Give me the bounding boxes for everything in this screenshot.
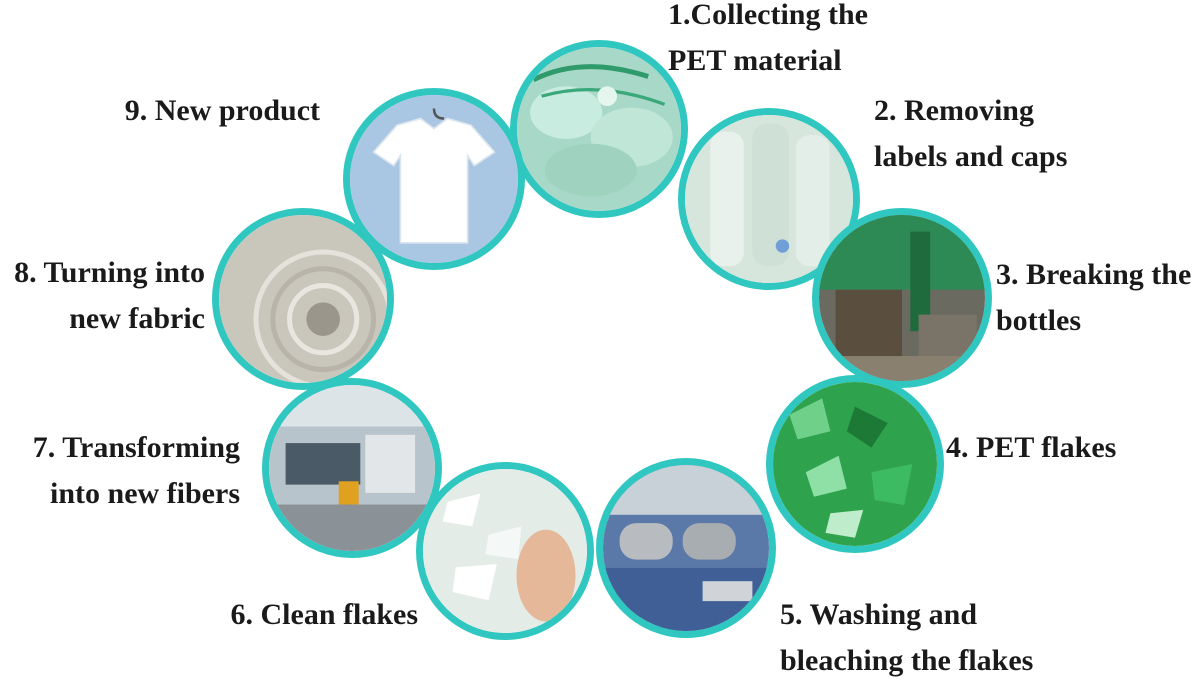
bottle-crusher-machine-icon xyxy=(819,215,985,381)
collected-pet-bottles-icon xyxy=(517,47,681,211)
step-6-label: 6. Clean flakes xyxy=(231,592,419,638)
step-3-image xyxy=(812,208,992,388)
step-9-image xyxy=(343,88,525,270)
washing-rollers-machine-icon xyxy=(603,465,769,631)
step-6-image xyxy=(416,462,594,640)
step-4-label: 4. PET flakes xyxy=(946,425,1116,471)
fiber-production-line-icon xyxy=(269,385,435,551)
step-8-label: 8. Turning into new fabric xyxy=(14,250,205,342)
step-3-label: 3. Breaking the bottles xyxy=(996,252,1191,344)
step-2-label: 2. Removing labels and caps xyxy=(874,88,1067,180)
fabric-roll-icon xyxy=(219,215,387,383)
step-4-image xyxy=(766,375,944,553)
step-5-image xyxy=(596,458,776,638)
clean-flakes-in-hand-icon xyxy=(423,469,587,633)
step-1-image xyxy=(510,40,688,218)
step-7-image xyxy=(262,378,442,558)
step-9-label: 9. New product xyxy=(125,88,320,134)
step-5-label: 5. Washing and bleaching the flakes xyxy=(780,592,1033,684)
white-t-shirt-icon xyxy=(350,95,518,263)
step-7-label: 7. Transforming into new fibers xyxy=(33,425,240,517)
green-pet-flakes-icon xyxy=(773,382,937,546)
step-1-label: 1.Collecting the PET material xyxy=(668,0,868,84)
